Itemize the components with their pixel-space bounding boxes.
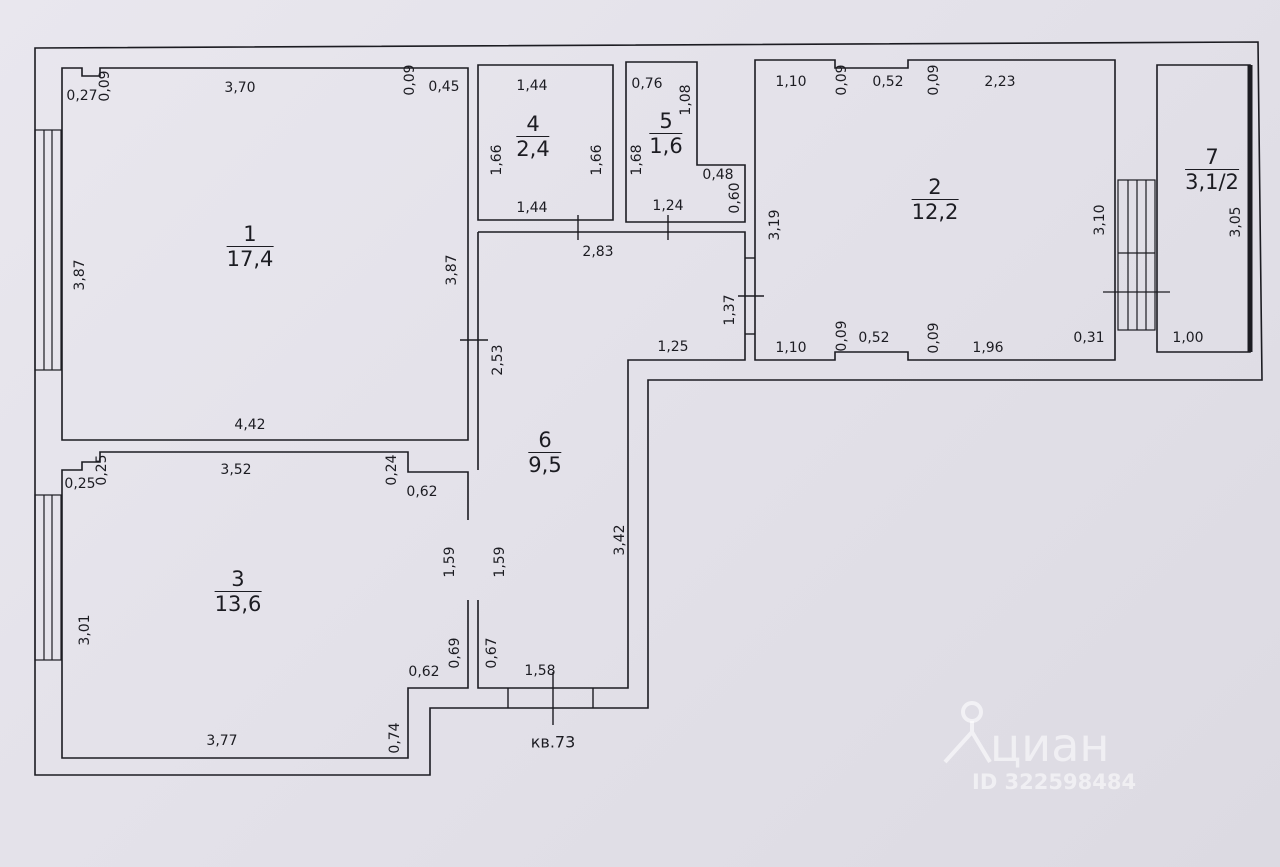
dimension-label: 1,25 bbox=[657, 339, 689, 355]
dimension-label: 1,58 bbox=[524, 663, 556, 679]
dimension-label: 3,52 bbox=[220, 462, 252, 478]
dimension-label: 1,44 bbox=[516, 78, 548, 94]
room-4-outline bbox=[477, 64, 614, 221]
room-number: 2 bbox=[911, 175, 959, 200]
dimension-label: 0,48 bbox=[702, 167, 734, 183]
dimension-label: 0,52 bbox=[858, 330, 890, 346]
dimension-label: 3,77 bbox=[206, 733, 238, 749]
room-5-outline bbox=[625, 61, 746, 223]
dimension-label: 0,62 bbox=[406, 484, 438, 500]
room-number: 7 bbox=[1185, 145, 1239, 170]
room-area: 1,6 bbox=[649, 134, 683, 158]
left-windows bbox=[34, 129, 62, 661]
balcony-door bbox=[1103, 179, 1170, 331]
room-area: 13,6 bbox=[214, 592, 262, 616]
dimension-label: 1,10 bbox=[775, 74, 807, 90]
room-number: 6 bbox=[528, 428, 562, 453]
dimension-label: 0,52 bbox=[872, 74, 904, 90]
room-1-outline bbox=[61, 67, 469, 441]
room-number: 1 bbox=[226, 222, 274, 247]
dimension-label: 1,96 bbox=[972, 340, 1004, 356]
room-number: 4 bbox=[516, 112, 550, 137]
room-6-outline bbox=[477, 231, 746, 689]
dimension-label: 1,44 bbox=[516, 200, 548, 216]
dimension-label: 0,25 bbox=[64, 476, 96, 492]
room-area: 3,1/2 bbox=[1185, 170, 1239, 194]
dimension-label: 2,83 bbox=[582, 244, 614, 260]
room-2-outline bbox=[754, 59, 1116, 361]
room-3-outline bbox=[61, 451, 469, 759]
dimension-label: 0,62 bbox=[408, 664, 440, 680]
outer-wall bbox=[34, 41, 1263, 776]
door-marks bbox=[460, 215, 764, 725]
dimension-label: 0,31 bbox=[1073, 330, 1105, 346]
dimension-label: 0,45 bbox=[428, 79, 460, 95]
dimension-label: 2,23 bbox=[984, 74, 1016, 90]
dimension-label: 0,76 bbox=[631, 76, 663, 92]
room-number: 3 bbox=[214, 567, 262, 592]
dimension-label: 0,27 bbox=[66, 88, 98, 104]
dimension-label: 3,70 bbox=[224, 80, 256, 96]
watermark-brand: циан bbox=[990, 718, 1110, 772]
room-number: 5 bbox=[649, 109, 683, 134]
room-area: 9,5 bbox=[528, 453, 562, 477]
room-area: 12,2 bbox=[911, 200, 959, 224]
apartment-number: кв.73 bbox=[530, 732, 576, 752]
dimension-label: 1,24 bbox=[652, 198, 684, 214]
dimension-label: 4,42 bbox=[234, 417, 266, 433]
room-area: 2,4 bbox=[516, 137, 550, 161]
dimension-label: 1,10 bbox=[775, 340, 807, 356]
watermark-id: ID 322598484 bbox=[972, 770, 1137, 794]
dimension-label: 1,00 bbox=[1172, 330, 1204, 346]
room-area: 17,4 bbox=[226, 247, 274, 271]
